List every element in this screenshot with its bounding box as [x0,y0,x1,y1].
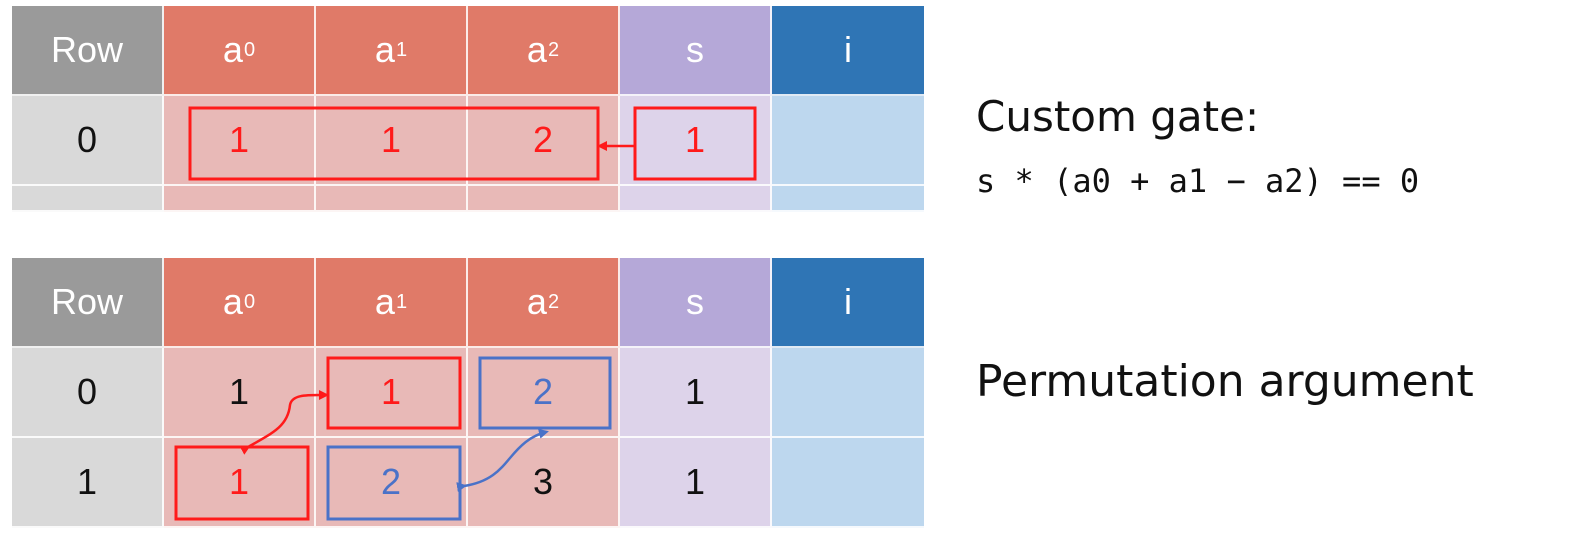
cell-s: 1 [620,96,772,186]
header-s: s [620,258,772,348]
permutation-argument-label: Permutation argument [976,356,1474,407]
cell-a2: 2 [468,348,620,438]
cell-a1: 1 [316,348,468,438]
header-s: s [620,6,772,96]
custom-gate-title: Custom gate: [976,92,1260,141]
cell-row: 1 [12,438,164,528]
cell-row-empty [12,186,164,212]
cell-a2: 2 [468,96,620,186]
custom-gate-expression: s * (a0 + a1 − a2) == 0 [976,162,1420,200]
cell-i [772,438,924,528]
cell-a2: 3 [468,438,620,528]
cell-row: 0 [12,348,164,438]
cell-s: 1 [620,438,772,528]
cell-a0: 1 [164,96,316,186]
cell-i [772,96,924,186]
cell-a1: 1 [316,96,468,186]
cell-a1-empty [316,186,468,212]
cell-a0: 1 [164,438,316,528]
cell-i [772,348,924,438]
cell-a1: 2 [316,438,468,528]
cell-row: 0 [12,96,164,186]
header-row: Row [12,258,164,348]
cell-a0: 1 [164,348,316,438]
cell-s: 1 [620,348,772,438]
cell-i-empty [772,186,924,212]
cell-s-empty [620,186,772,212]
cell-a2-empty [468,186,620,212]
header-i: i [772,258,924,348]
header-row: Row [12,6,164,96]
cell-a0-empty [164,186,316,212]
header-i: i [772,6,924,96]
